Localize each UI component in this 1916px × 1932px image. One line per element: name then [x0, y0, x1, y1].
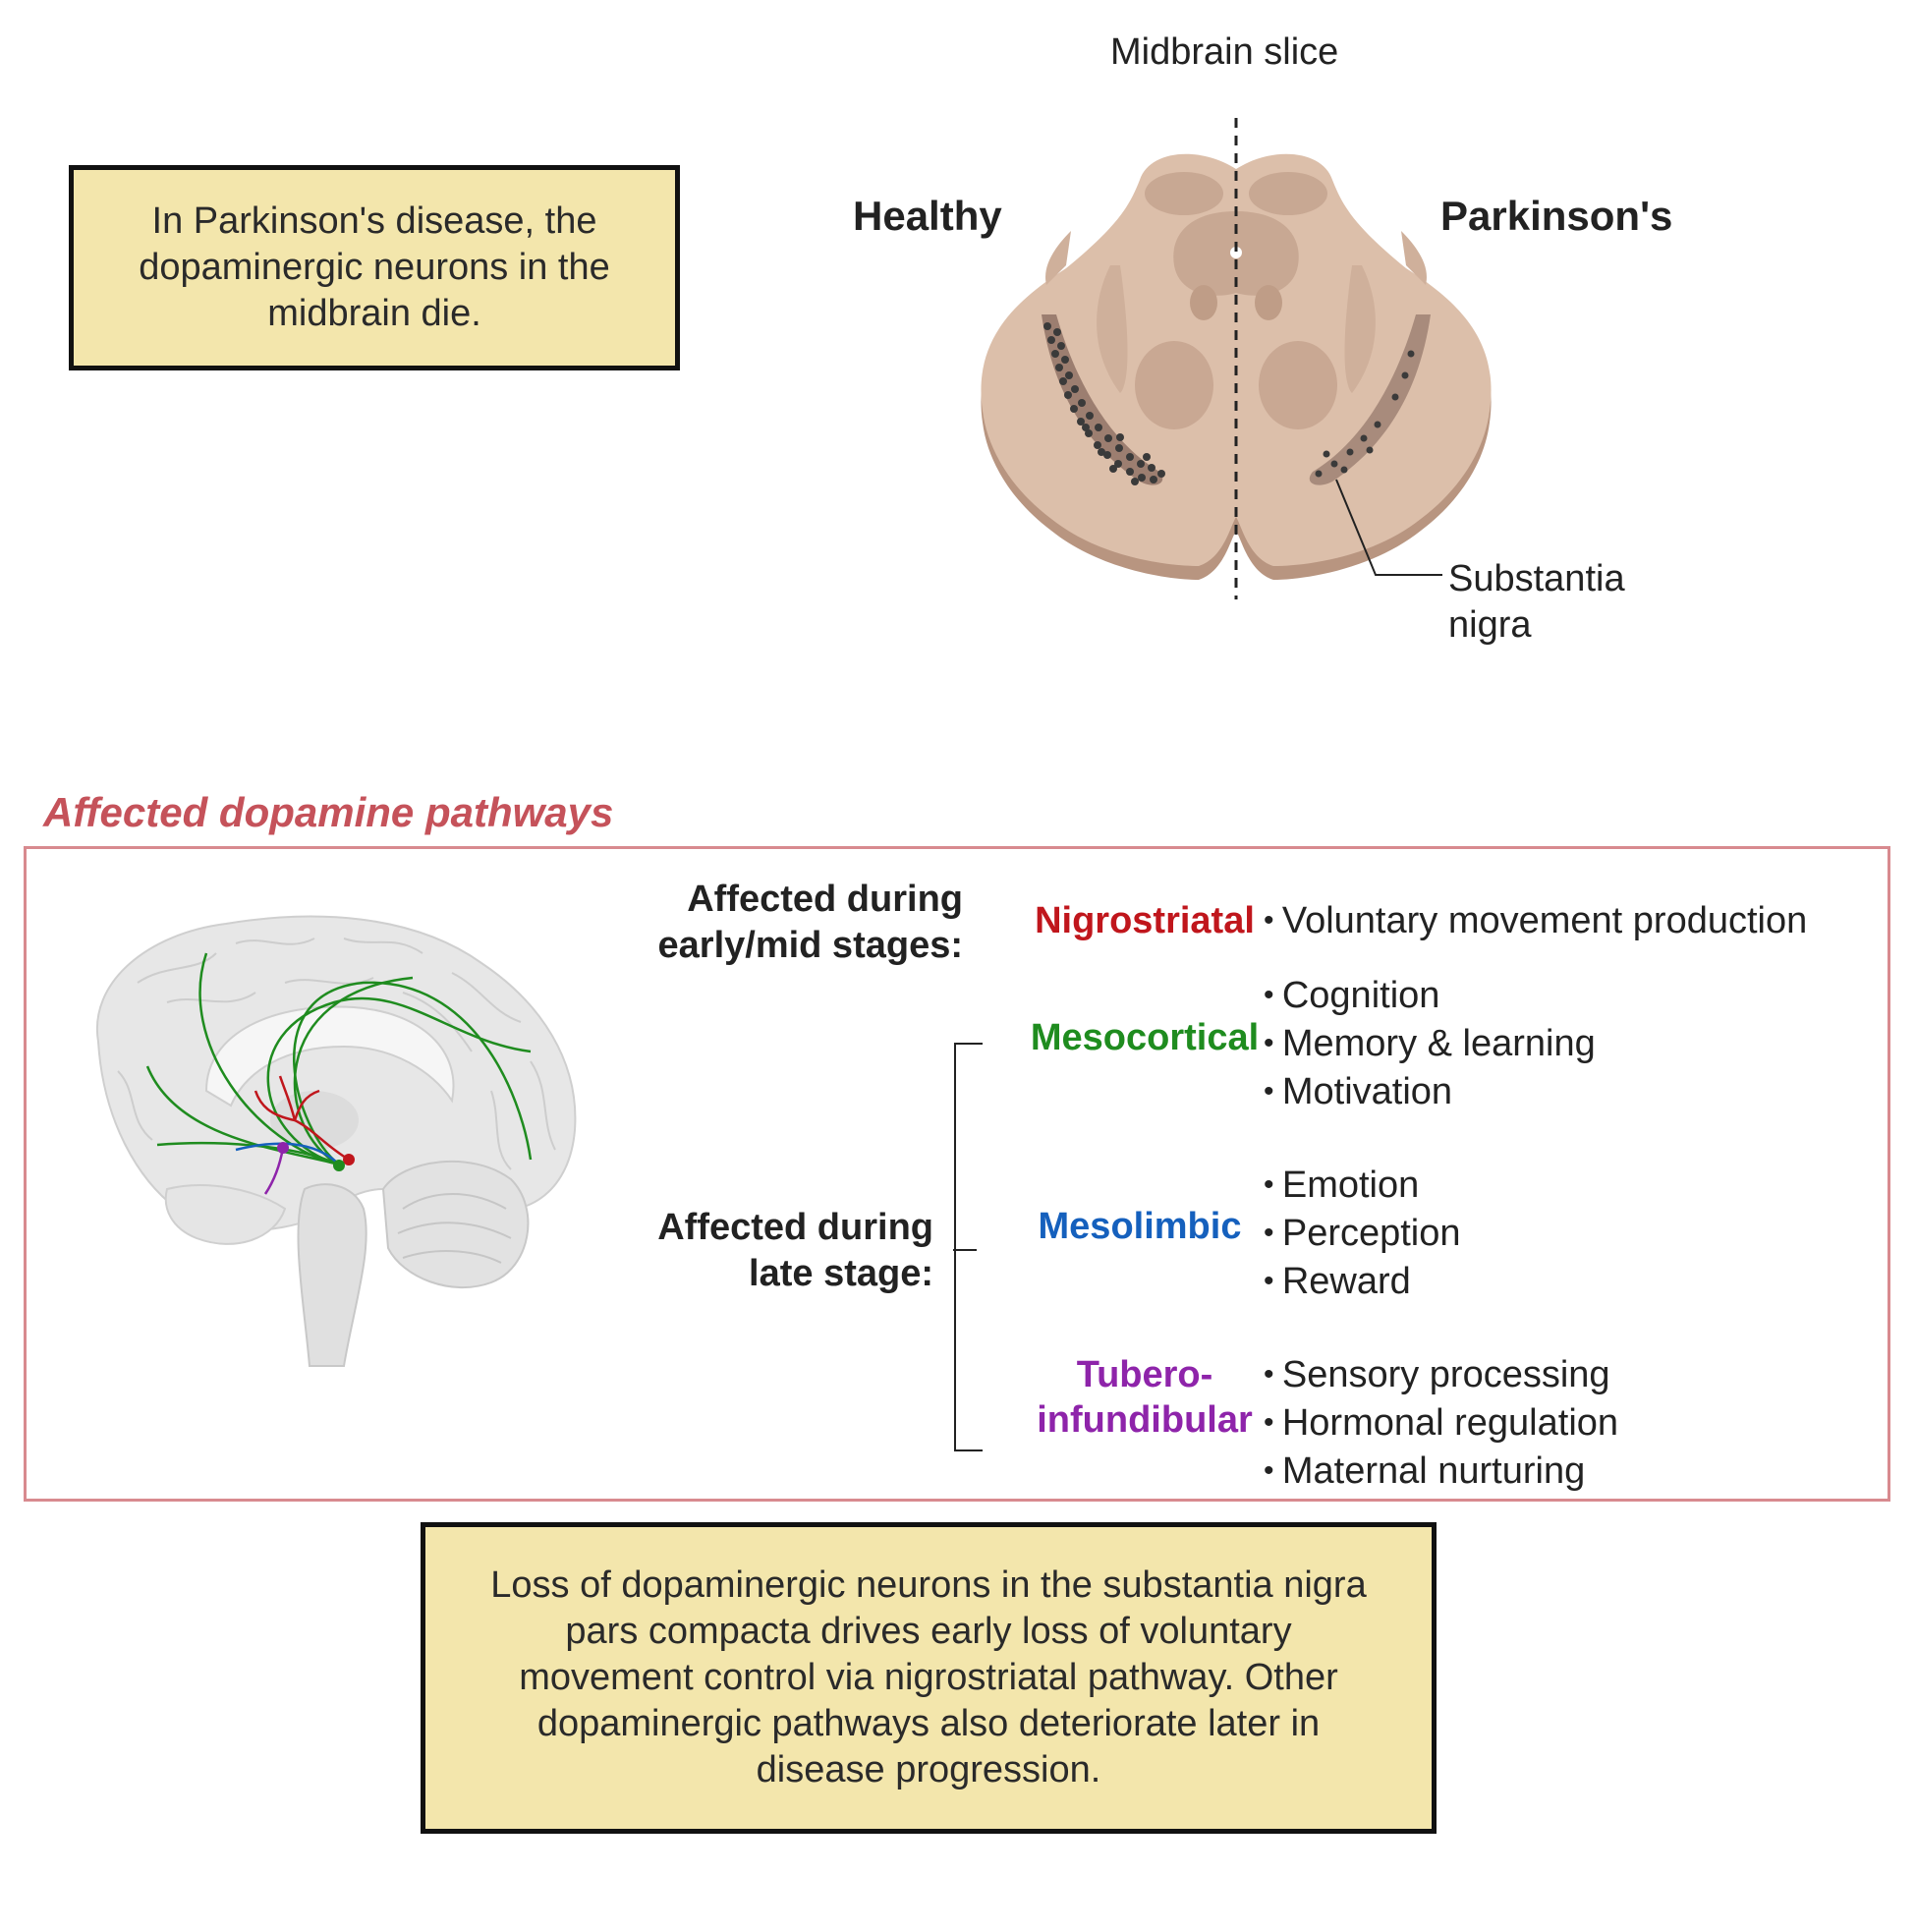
summary-note-text: Loss of dopaminergic neurons in the subs… [490, 1564, 1367, 1790]
pathway-name-mesocortical: Mesocortical [1030, 1017, 1260, 1058]
late-stage-label: Affected during late stage: [570, 1205, 933, 1297]
function-item: Memory & learning [1264, 1021, 1596, 1069]
early-stage-label-line1: Affected during [687, 879, 963, 920]
function-item: Maternal nurturing [1264, 1449, 1618, 1497]
pathway-name-tuberoinfundibular: Tubero- infundibular [1022, 1352, 1268, 1443]
early-stage-label: Affected during early/mid stages: [590, 877, 963, 969]
healthy-label: Healthy [853, 193, 1002, 239]
pathway-name-nigrostriatal: Nigrostriatal [1035, 900, 1255, 941]
brain-sagittal-illustration [95, 915, 577, 1367]
midbrain-title: Midbrain slice [1110, 31, 1339, 73]
substantia-nigra-label-line1: Substantia [1448, 558, 1625, 599]
function-item: Reward [1264, 1259, 1461, 1307]
pathways-heading: Affected dopamine pathways [43, 789, 614, 835]
functions-tuberoinfundibular: Sensory processing Hormonal regulation M… [1264, 1352, 1618, 1497]
function-item: Motivation [1264, 1069, 1596, 1117]
early-stage-label-line2: early/mid stages: [657, 925, 963, 966]
function-item: Emotion [1264, 1163, 1461, 1211]
function-item: Sensory processing [1264, 1352, 1618, 1400]
function-item: Cognition [1264, 973, 1596, 1021]
pathways-frame [24, 846, 1890, 1502]
parkinsons-label: Parkinson's [1440, 193, 1673, 239]
pathway-name-mesolimbic: Mesolimbic [1038, 1206, 1242, 1247]
late-stage-bracket [953, 1043, 983, 1451]
functions-mesocortical: Cognition Memory & learning Motivation [1264, 973, 1596, 1117]
function-item: Hormonal regulation [1264, 1400, 1618, 1449]
intro-note-text: In Parkinson's disease, the dopaminergic… [139, 200, 610, 334]
summary-note: Loss of dopaminergic neurons in the subs… [421, 1522, 1437, 1834]
function-item: Perception [1264, 1211, 1461, 1259]
substantia-nigra-label-line2: nigra [1448, 604, 1532, 646]
midbrain-slice-illustration [981, 118, 1492, 599]
function-item: Voluntary movement production [1264, 898, 1807, 946]
functions-mesolimbic: Emotion Perception Reward [1264, 1163, 1461, 1307]
bracket-tick [955, 1249, 977, 1251]
intro-note: In Parkinson's disease, the dopaminergic… [69, 165, 680, 370]
pathway-name-tubero-line2: infundibular [1037, 1399, 1253, 1441]
functions-nigrostriatal: Voluntary movement production [1264, 898, 1807, 946]
pathway-name-tubero-line1: Tubero- [1076, 1354, 1213, 1395]
late-stage-label-line1: Affected during [657, 1207, 933, 1248]
late-stage-label-line2: late stage: [749, 1253, 933, 1294]
